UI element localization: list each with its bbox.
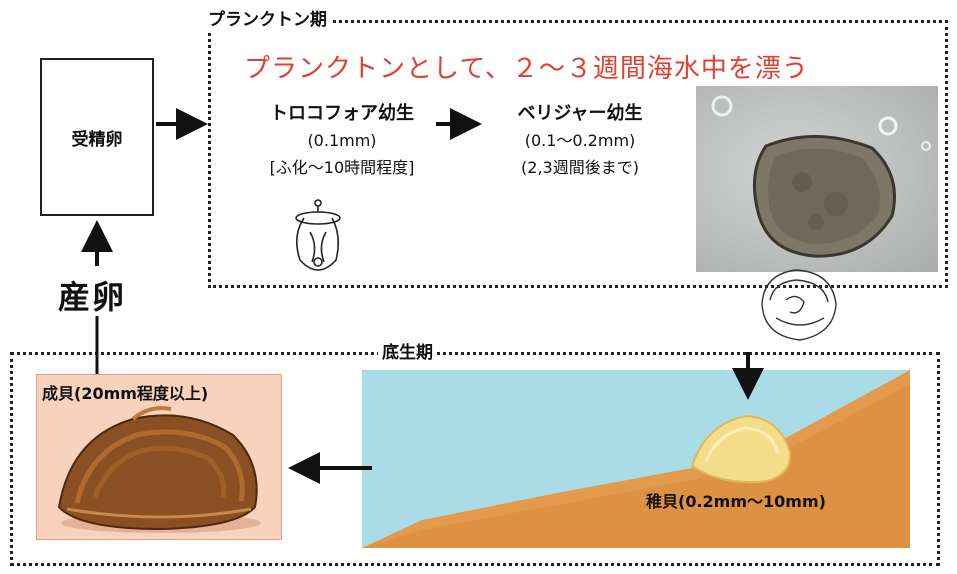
- veliger-name: ベリジャー幼生: [517, 103, 643, 124]
- benthic-stage-label: 底生期: [378, 343, 437, 363]
- veliger-info: ベリジャー幼生 (0.1～0.2mm) (2,3週間後まで): [480, 100, 680, 181]
- veliger-larva-photo: [696, 86, 938, 272]
- veliger-larva-icon: [761, 269, 837, 341]
- fertilized-egg-label: 受精卵: [71, 129, 123, 150]
- plankton-stage-description: プランクトンとして、２～３週間海水中を漂う: [244, 54, 809, 84]
- fertilized-egg-box: 受精卵: [40, 58, 154, 216]
- trochophore-note: [ふ化～10時間程度]: [269, 158, 415, 177]
- adult-clam-panel: [36, 374, 282, 540]
- trochophore-size: (0.1mm): [307, 131, 377, 150]
- veliger-note: (2,3週間後まで): [521, 158, 639, 177]
- benthic-stage-frame: [10, 352, 940, 566]
- trochophore-larva-icon: [295, 199, 341, 271]
- plankton-stage-frame: [208, 20, 948, 288]
- trochophore-info: トロコフォア幼生 (0.1mm) [ふ化～10時間程度]: [222, 100, 462, 181]
- adult-clam-label: 成貝(20mm程度以上): [42, 384, 209, 403]
- juvenile-clam-icon: [690, 414, 792, 484]
- spawning-label: 産卵: [58, 278, 127, 316]
- trochophore-name: トロコフォア幼生: [270, 103, 414, 124]
- juvenile-clam-label: 稚貝(0.2mm～10mm): [646, 492, 826, 511]
- adult-clam-icon: [57, 406, 261, 533]
- plankton-stage-label: プランクトン期: [204, 10, 331, 30]
- seabed-illustration: [362, 370, 910, 548]
- veliger-photo-image: [711, 95, 931, 258]
- veliger-size: (0.1～0.2mm): [524, 131, 636, 150]
